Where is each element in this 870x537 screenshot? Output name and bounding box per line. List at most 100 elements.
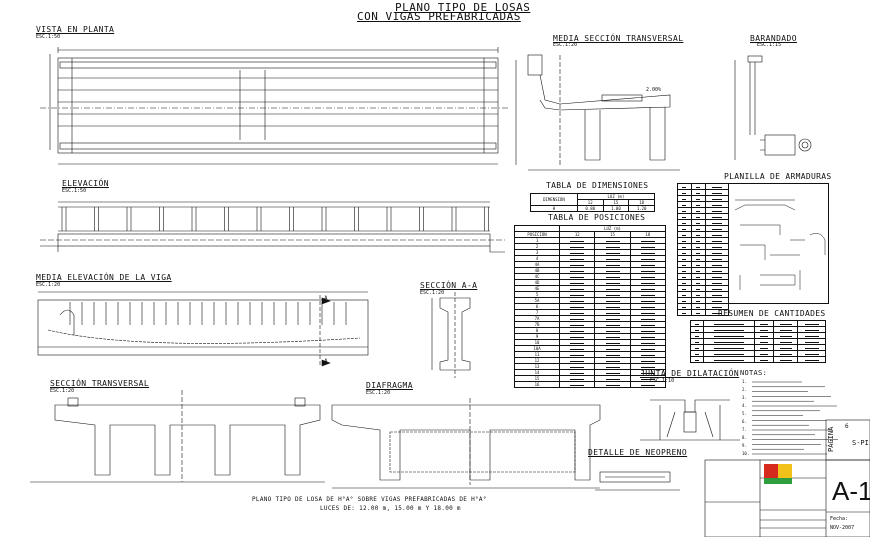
- table-cell: 16: [513, 381, 561, 388]
- cell-value-mark: [696, 264, 701, 266]
- cell-value-mark: [570, 258, 585, 260]
- date-label: Fecha:: [830, 516, 849, 522]
- table-cell: H: [530, 205, 578, 212]
- page-number: 6: [845, 423, 849, 430]
- table-row: [677, 267, 730, 274]
- expansion-joint-drawing: [640, 399, 740, 441]
- table-cell: [797, 356, 826, 363]
- cell-value-mark: [696, 234, 701, 236]
- cell-value-mark: [605, 282, 620, 284]
- table-cell: [594, 381, 631, 388]
- note-number: 10.: [742, 451, 750, 456]
- table-row: 16: [513, 381, 667, 388]
- table-cell: [704, 309, 730, 316]
- cell-value-mark: [759, 353, 768, 355]
- cell-value-mark: [682, 282, 687, 284]
- cell-value-mark: [711, 276, 722, 278]
- cell-value-mark: [570, 300, 585, 302]
- cell-value-mark: [696, 270, 701, 272]
- cell-value-mark: [759, 335, 768, 337]
- cell-value-mark: [713, 335, 744, 337]
- note-number: 4.: [742, 403, 747, 408]
- cell-value-mark: [640, 378, 655, 380]
- cell-value-mark: [711, 294, 722, 296]
- table-cell: [703, 356, 755, 363]
- note-number: 2.: [742, 387, 747, 392]
- cell-value-mark: [605, 300, 620, 302]
- note-number: 8.: [742, 435, 747, 440]
- cell-value-mark: [682, 240, 687, 242]
- table-row: [677, 309, 730, 316]
- railing-scale: ESC.1:15: [757, 42, 782, 48]
- cell-value-mark: [711, 192, 722, 194]
- cell-value-mark: [640, 342, 655, 344]
- half-section-scale: ESC.1:20: [553, 42, 578, 48]
- cell-value-mark: [696, 288, 701, 290]
- table-row: [689, 356, 826, 363]
- cell-value-mark: [682, 300, 687, 302]
- cell-value-mark: [779, 341, 792, 343]
- cell-value-mark: [713, 347, 744, 349]
- cell-value-mark: [711, 204, 722, 206]
- cell-value-mark: [759, 341, 768, 343]
- logo-green-block: [764, 478, 792, 484]
- cell-value-mark: [804, 335, 819, 337]
- rebar-schedule-sketches: [734, 199, 826, 290]
- cell-value-mark: [640, 294, 655, 296]
- cell-value-mark: [711, 216, 722, 218]
- footer-line1: PLANO TIPO DE LOSA DE H°A° SOBRE VIGAS P…: [252, 496, 487, 503]
- railing-title: BARANDADO: [750, 34, 797, 43]
- cell-value-mark: [640, 372, 655, 374]
- rebar-schedule-table: [677, 183, 730, 316]
- cell-value-mark: [711, 198, 722, 200]
- cell-value-mark: [804, 329, 819, 331]
- table-row: [689, 350, 826, 357]
- cell-value-mark: [570, 294, 585, 296]
- cell-value-mark: [711, 240, 722, 242]
- neoprene-title: DETALLE DE NEOPRENO: [588, 448, 688, 457]
- beam-elevation-scale: ESC.1:20: [36, 282, 61, 288]
- cell-value-mark: [713, 341, 744, 343]
- cell-value-mark: [711, 210, 722, 212]
- cell-value-mark: [696, 312, 701, 314]
- cell-value-mark: [605, 258, 620, 260]
- positions-table-title: TABLA DE POSICIONES: [548, 213, 646, 222]
- table-cell: [559, 381, 596, 388]
- cell-value-mark: [711, 282, 722, 284]
- cell-value-mark: [696, 282, 701, 284]
- cell-value-mark: [605, 252, 620, 254]
- notes-text-lines: [752, 381, 838, 455]
- table-cell: [677, 309, 692, 316]
- cell-value-mark: [570, 270, 585, 272]
- footer-line2: LUCES DE: 12.00 m, 15.00 m Y 18.00 m: [320, 505, 461, 512]
- beam-half-elevation-drawing: [37, 291, 369, 367]
- cell-value-mark: [605, 264, 620, 266]
- cell-value-mark: [759, 359, 768, 361]
- cross-section-title: SECCIÓN TRANSVERSAL: [50, 379, 150, 388]
- cell-value-mark: [779, 353, 792, 355]
- cell-value-mark: [570, 252, 585, 254]
- cell-value-mark: [605, 372, 620, 374]
- cell-value-mark: [570, 246, 585, 248]
- cell-value-mark: [696, 198, 701, 200]
- table-row: [677, 201, 730, 208]
- cell-value-mark: [640, 300, 655, 302]
- cell-value-mark: [570, 288, 585, 290]
- cell-value-mark: [570, 348, 585, 350]
- cell-value-mark: [711, 186, 722, 188]
- neoprene-detail-drawing: [595, 471, 680, 491]
- beam-elevation-title: MEDIA ELEVACIÓN DE LA VIGA: [36, 273, 172, 282]
- cell-value-mark: [570, 378, 585, 380]
- table-cell: DIMENSIÓN: [530, 193, 578, 206]
- cell-value-mark: [640, 348, 655, 350]
- cell-value-mark: [779, 335, 792, 337]
- cell-value-mark: [804, 323, 819, 325]
- cell-value-mark: [570, 360, 585, 362]
- joint-title: JUNTA DE DILATACIÓN: [640, 369, 740, 378]
- cell-value-mark: [696, 186, 701, 188]
- cell-value-mark: [570, 306, 585, 308]
- cell-value-mark: [570, 312, 585, 314]
- cell-value-mark: [640, 384, 655, 386]
- cell-value-mark: [804, 347, 819, 349]
